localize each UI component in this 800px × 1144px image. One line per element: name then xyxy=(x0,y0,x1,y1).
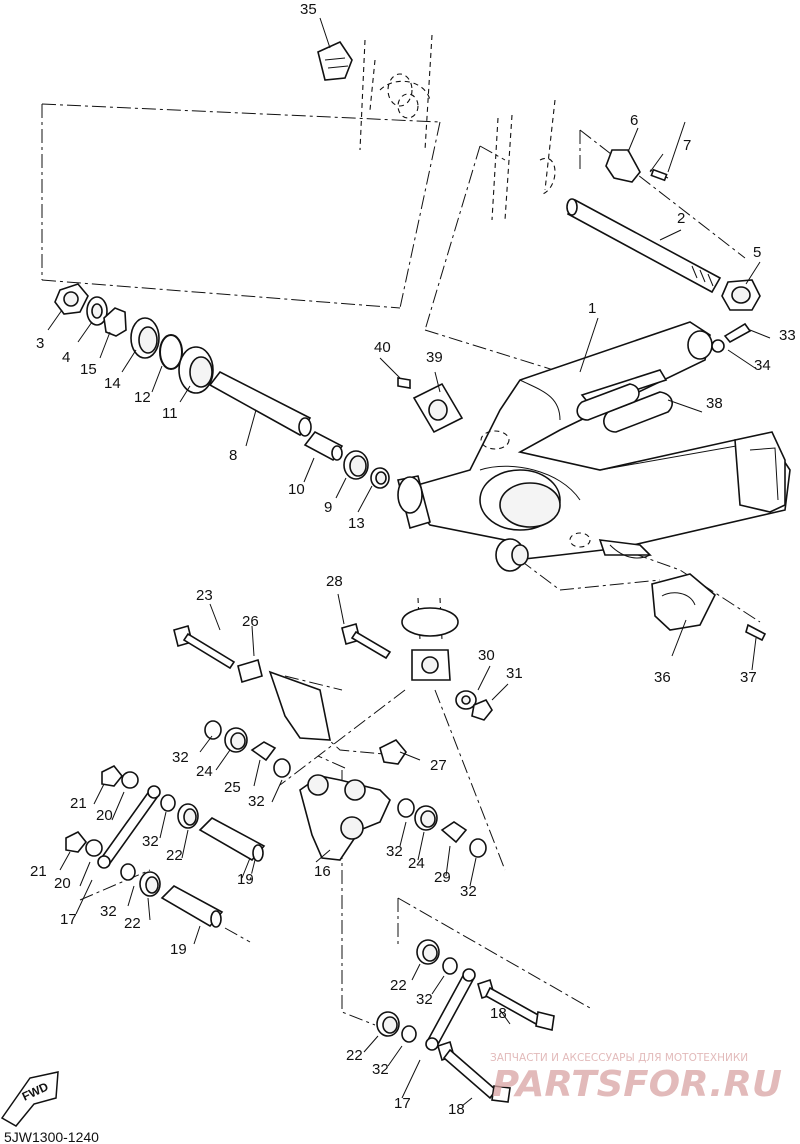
callout-13: 13 xyxy=(348,515,365,532)
callout-32d: 32 xyxy=(100,903,117,920)
callout-29: 29 xyxy=(434,869,451,886)
callout-5: 5 xyxy=(753,244,761,261)
callout-11: 11 xyxy=(162,405,178,422)
callout-2: 2 xyxy=(677,210,685,227)
callout-23: 23 xyxy=(196,587,213,604)
callout-4: 4 xyxy=(62,349,70,366)
callout-19b: 19 xyxy=(170,941,187,958)
callout-24b: 24 xyxy=(408,855,425,872)
swingarm xyxy=(397,321,791,572)
callout-15: 15 xyxy=(80,361,97,378)
callout-19a: 19 xyxy=(237,871,254,888)
callout-18a: 18 xyxy=(490,1005,507,1022)
callout-28: 28 xyxy=(326,573,343,590)
callout-33: 33 xyxy=(779,327,796,344)
callout-8: 8 xyxy=(229,447,237,464)
callout-32a: 32 xyxy=(172,749,189,766)
callout-38: 38 xyxy=(706,395,723,412)
callout-21b: 21 xyxy=(30,863,47,880)
callout-6: 6 xyxy=(630,112,638,129)
callout-32e: 32 xyxy=(386,843,403,860)
callout-17a: 17 xyxy=(60,911,77,928)
watermark: ЗАПЧАСТИ И АКСЕССУАРЫ ДЛЯ МОТОТЕХНИКИ PA… xyxy=(490,1052,782,1105)
watermark-subtitle: ЗАПЧАСТИ И АКСЕССУАРЫ ДЛЯ МОТОТЕХНИКИ xyxy=(490,1052,748,1064)
callout-22c: 22 xyxy=(390,977,407,994)
fwd-direction-badge: FWD xyxy=(0,1071,59,1127)
watermark-logo: PARTSFOR.RU xyxy=(492,1064,782,1105)
callout-32c: 32 xyxy=(142,833,159,850)
callout-32h: 32 xyxy=(372,1061,389,1078)
callout-22b: 22 xyxy=(124,915,141,932)
leader-lines xyxy=(47,17,771,1107)
pivot-hardware-left xyxy=(54,283,390,489)
callout-20b: 20 xyxy=(54,875,71,892)
callout-36: 36 xyxy=(654,669,671,686)
callout-30: 30 xyxy=(478,647,495,664)
assembly-lines xyxy=(41,103,761,1026)
callout-25: 25 xyxy=(224,779,241,796)
callout-17b: 17 xyxy=(394,1095,411,1112)
callout-32f: 32 xyxy=(460,883,477,900)
callout-21a: 21 xyxy=(70,795,87,812)
callout-31: 31 xyxy=(506,665,523,682)
callout-12: 12 xyxy=(134,389,151,406)
callout-27: 27 xyxy=(430,757,447,774)
callout-18b: 18 xyxy=(448,1101,465,1118)
callout-10: 10 xyxy=(288,481,305,498)
callout-labels: 1 2 3 4 5 6 7 8 9 10 11 12 13 14 15 16 1… xyxy=(30,1,796,1118)
callout-22d: 22 xyxy=(346,1047,363,1064)
diagram-code: 5JW1300-1240 xyxy=(4,1129,99,1144)
callout-14: 14 xyxy=(104,375,121,392)
callout-24a: 24 xyxy=(196,763,213,780)
callout-22a: 22 xyxy=(166,847,183,864)
callout-26: 26 xyxy=(242,613,259,630)
callout-1: 1 xyxy=(588,300,596,317)
callout-20a: 20 xyxy=(96,807,113,824)
shock-upper-mount xyxy=(317,34,433,151)
callout-32b: 32 xyxy=(248,793,265,810)
callout-40: 40 xyxy=(374,339,391,356)
lower-links xyxy=(376,939,555,1103)
linkage-parts xyxy=(65,720,487,928)
swingarm-accessories xyxy=(397,322,767,642)
callout-16: 16 xyxy=(314,863,331,880)
callout-34: 34 xyxy=(754,357,771,374)
callout-39: 39 xyxy=(426,349,443,366)
callout-35: 35 xyxy=(300,1,317,18)
pivot-shaft-group xyxy=(491,99,761,311)
callout-7: 7 xyxy=(683,137,691,154)
callout-3: 3 xyxy=(36,335,44,352)
shock-lower-group xyxy=(173,597,493,765)
callout-37: 37 xyxy=(740,669,757,686)
callout-9: 9 xyxy=(324,499,332,516)
callout-32g: 32 xyxy=(416,991,433,1008)
